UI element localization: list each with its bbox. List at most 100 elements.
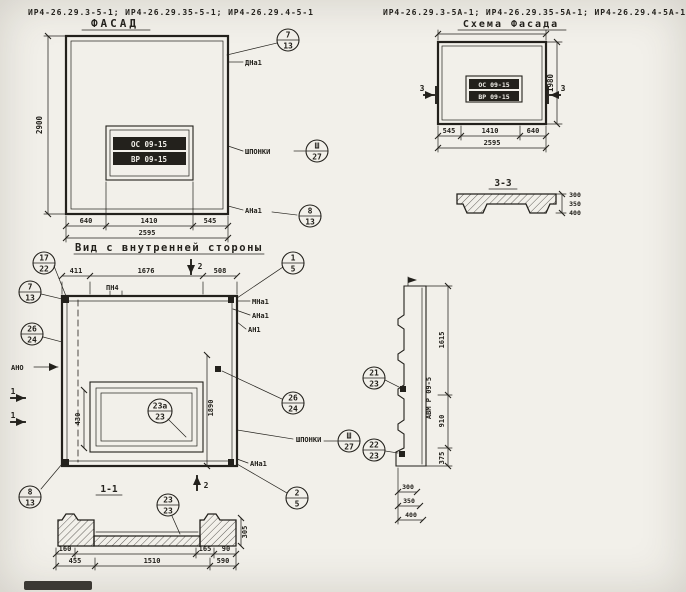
section-1-1-bottom-dims: 160 165 90 455 1510 590 [52,545,240,571]
stamp-line-2: ВР 09-15 [478,93,509,101]
inner-right-labels: МНа1 АНа1 АН1 1 5 [232,251,305,334]
inner-window: 430 1890 [74,351,215,470]
callout-balloon: 23а 23 [147,398,173,424]
balloon-den: 5 [291,265,296,274]
thickness-400: 400 [405,511,417,519]
section-1-1-profile [57,513,237,547]
pn4-label: ПН4 [106,284,119,292]
section-mark-3-right: 3 [561,84,566,93]
anchor-label-ano: АНО [11,364,24,372]
dim-640: 640 [527,127,540,135]
dim-455: 455 [69,557,82,565]
section-mark-1: 1 [11,411,16,420]
balloon-den: 22 [39,265,49,274]
panel-marks-right: ИР4-26.29.3-5А-1; ИР4-26.29.35-5А-1; ИР4… [383,8,686,17]
facade-bottom-dimensions: 640 1410 545 2595 [62,181,232,243]
leader [40,293,63,300]
balloon-num: 23а [153,402,168,411]
leader [384,450,399,454]
stamp-line-1: ОС 09-15 [131,140,167,149]
callout-balloon: 8 13 [18,485,42,509]
balloon-den: 13 [283,42,293,51]
callout-balloon: 26 24 [281,391,305,415]
facade-scheme-view: Схема Фасада ОС 09-15 ВР 09-15 3 3 1980 … [420,19,567,153]
dim-411: 411 [70,267,83,275]
dim-545: 545 [443,127,456,135]
dim-160: 160 [59,545,72,553]
facade-callouts: 7 13 ДНа1 ШПОНКИ Ш 27 АНа1 8 13 [226,28,329,228]
balloon-num: 17 [39,254,49,263]
callout-balloon: 7 13 [18,280,42,304]
facade-height-value: 2900 [35,115,44,134]
avm-label: АВМ Р 09-5 [425,377,433,419]
leader [167,418,187,438]
section-1-1-title: 1-1 [100,484,117,495]
balloon-num: 23 [163,496,173,505]
thickness-400: 400 [569,209,581,217]
balloon-num: 8 [28,488,33,497]
balloon-den: 13 [25,294,35,303]
dim-545: 545 [204,217,217,225]
balloon-num: 26 [288,394,298,403]
callout-balloon: 23 23 [156,493,180,517]
section-3-3-profile [456,193,557,214]
dim-1510: 1510 [144,557,161,565]
balloon-num: 21 [369,369,379,378]
anchor-label-dna1: ДНа1 [245,59,262,67]
balloon-num: 22 [369,441,379,450]
section-mark-2: 2 [198,262,203,271]
section-mark-3-left: 3 [420,84,425,93]
callout-balloon: 8 13 [298,204,322,228]
thickness-350: 350 [403,497,415,505]
balloon-num: Ш [315,142,320,151]
thickness-300: 300 [402,483,414,491]
balloon-den: 27 [344,443,354,452]
facade-window-stamp: ОС 09-15 ВР 09-15 [105,125,194,181]
balloon-den: 23 [369,380,379,389]
scheme-outline [434,29,550,126]
balloon-num: 1 [291,254,296,263]
dim-1676: 1676 [138,267,155,275]
balloon-den: 24 [27,336,37,345]
inner-top-dimensions: 411 1676 508 [58,267,241,295]
balloon-num: 8 [308,207,313,216]
section-mark-1: 1 [11,387,16,396]
dim-90: 90 [222,545,230,553]
section-3-3-title: 3-3 [494,178,511,189]
dim-1410: 1410 [141,217,158,225]
side-section-view: АВМ Р 09-5 21 23 22 23 1615 910 375 300 … [362,276,453,525]
balloon-den: 5 [295,500,300,509]
thickness-300: 300 [569,191,581,199]
dim-375: 375 [438,452,446,465]
anchor-label-an1: АН1 [248,326,261,334]
side-thickness-dims: 300 350 400 [394,467,427,525]
dim-305: 305 [241,526,249,539]
section-1-1-height-dim: 305 [237,514,249,550]
balloon-num: Ш [347,432,352,441]
leader [53,265,67,297]
inner-keys-callout: ШПОНКИ Ш 27 26 24 [221,370,361,453]
callout-balloon: Ш 27 [305,139,329,163]
dim-910: 910 [438,415,446,428]
balloon-den: 13 [305,218,315,227]
scheme-stamp: ОС 09-15 ВР 09-15 [465,75,523,103]
callout-balloon: 21 23 [362,366,386,390]
balloon-den: 13 [25,499,35,508]
balloon-num: 7 [28,283,33,292]
dim-1890: 1890 [207,400,215,417]
facade-view: ФАСАД 2900 ОС 09-15 ВР 09-15 7 13 ДНа1 Ш… [35,17,329,243]
inner-left-labels: 26 24 АНО 1 1 [10,322,63,426]
anchor-label-ana1: АНа1 [252,312,269,320]
stamp-line-2: ВР 09-15 [131,155,167,164]
scheme-bottom-dimensions: 545 1410 640 2595 [434,125,550,153]
dim-2595: 2595 [484,139,501,147]
balloon-den: 23 [163,507,173,516]
inner-bottom-callouts: АНа1 2 5 8 13 2 [18,458,309,510]
callout-balloon: 7 13 [276,28,300,52]
balloon-den: 23 [155,413,165,422]
inner-panel-outline [60,294,239,468]
dim-1410: 1410 [482,127,499,135]
facade-height-dimension: 2900 [35,32,67,218]
dim-508: 508 [214,267,227,275]
